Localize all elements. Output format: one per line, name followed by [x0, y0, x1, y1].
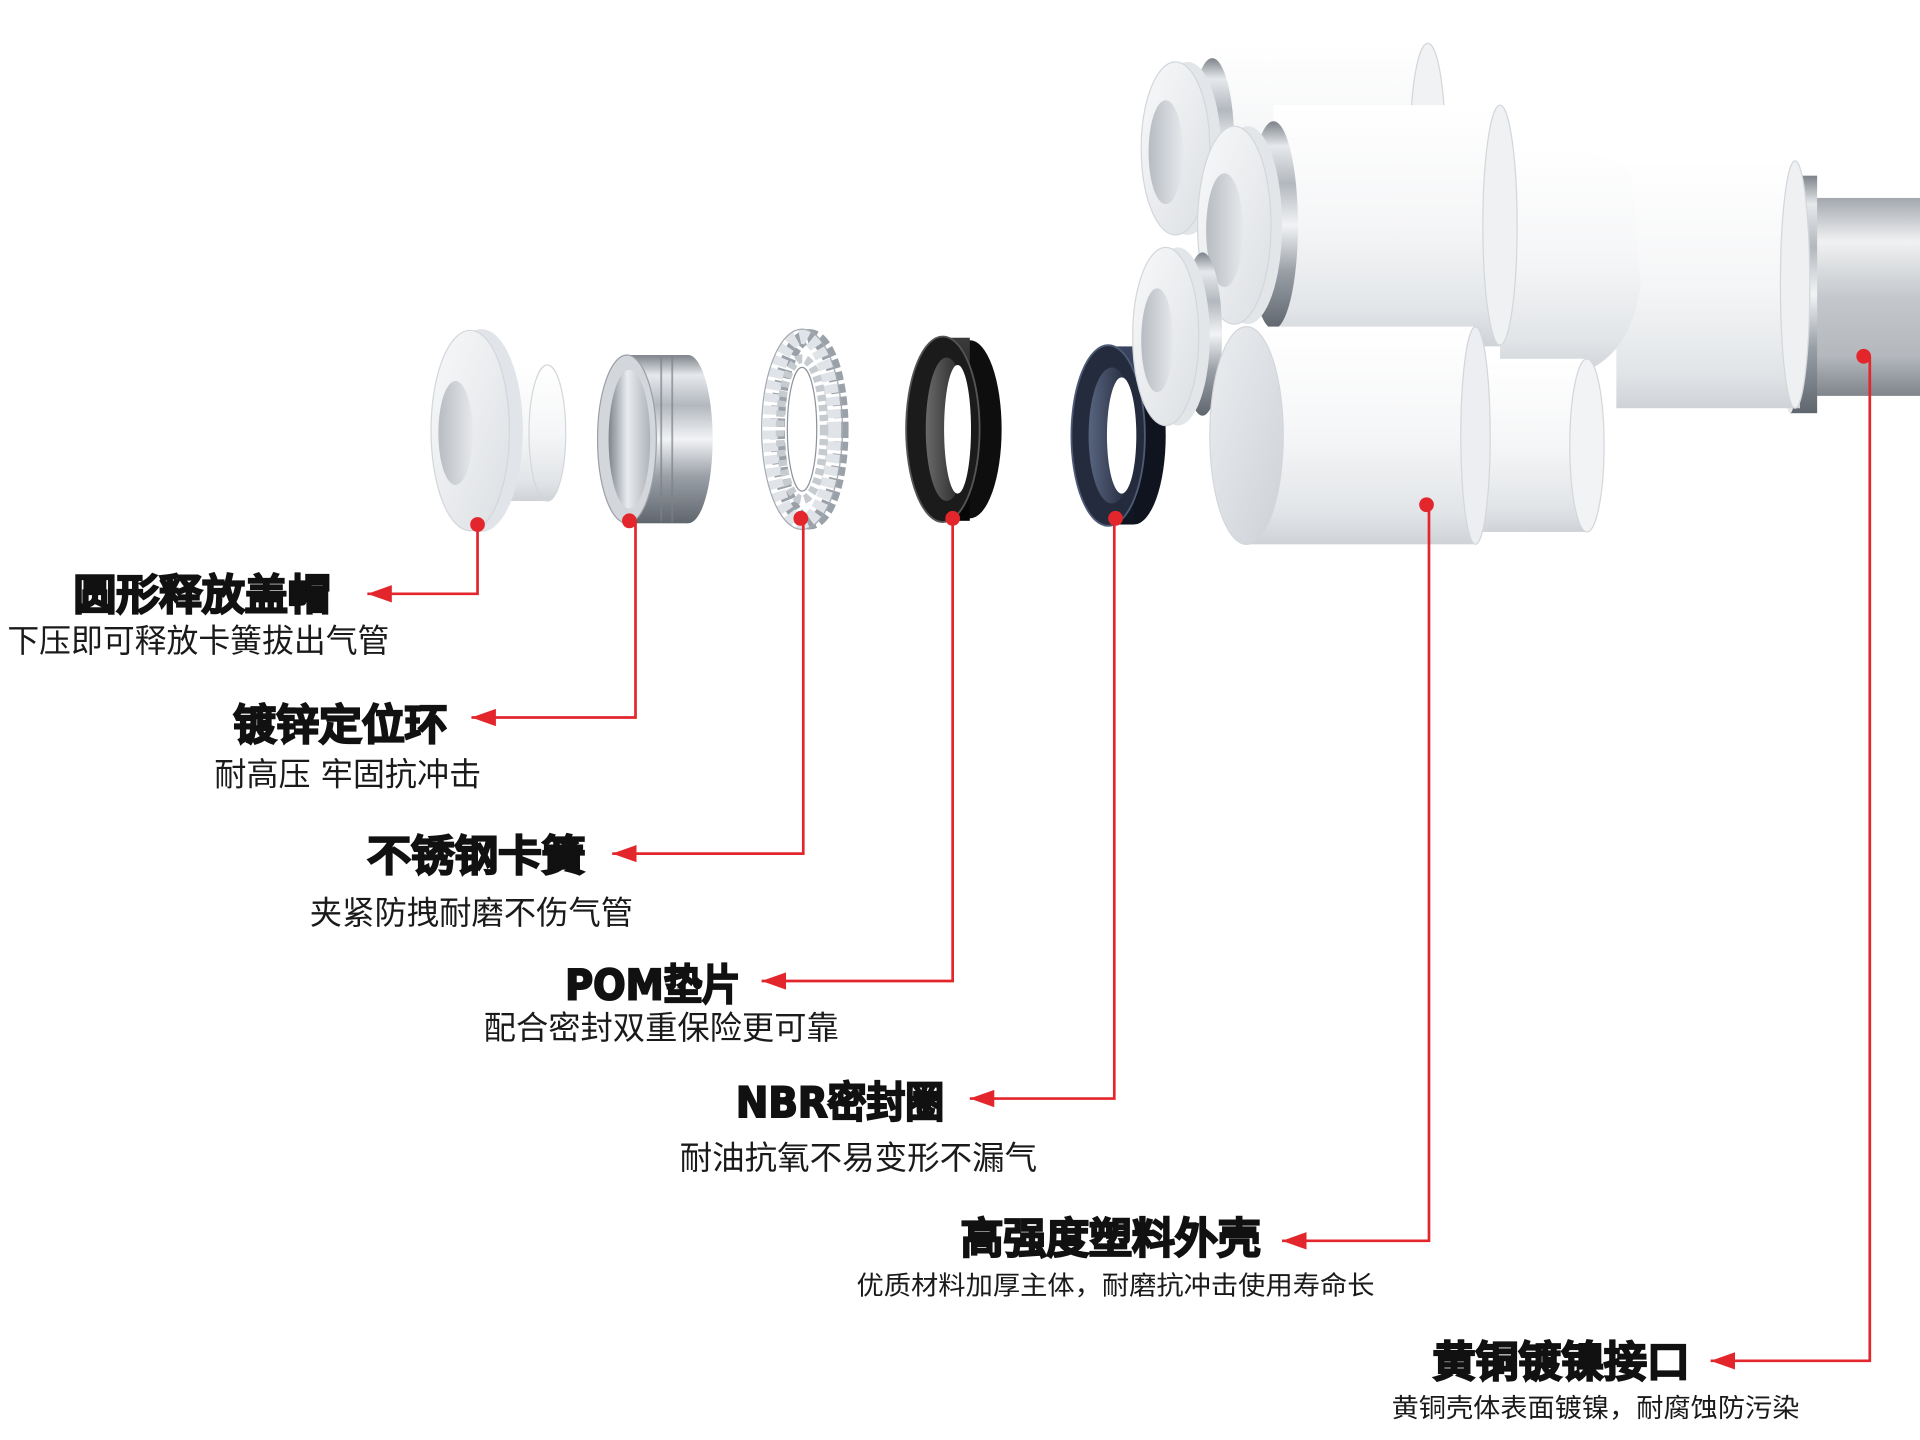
leader-line — [1282, 504, 1431, 1250]
callout-subtitle: 耐油抗氧不易变形不漏气 — [680, 1139, 1038, 1177]
callout-plastic-shell: 高强度塑料外壳 优质材料加厚主体，耐磨抗冲击使用寿命长 — [857, 497, 1434, 1302]
leader-line — [1710, 356, 1872, 1370]
release-cap-part — [430, 329, 567, 532]
leader-dot — [1856, 348, 1872, 364]
leader-dot — [945, 510, 960, 526]
body-right-cylinder — [1616, 160, 1800, 409]
callout-title: 高强度塑料外壳 — [961, 1214, 1261, 1263]
nbr-seal-part — [1070, 344, 1166, 527]
callout-release-cap: 圆形释放盖帽 下压即可释放卡簧拔出气管 — [7, 517, 485, 660]
clip-inner-edge — [786, 366, 818, 492]
callout-spring-clip: 不锈钢卡簧 夹紧防拽耐磨不伤气管 — [310, 510, 809, 932]
bottom-plug-face — [1209, 325, 1284, 545]
callout-title: 不锈钢卡簧 — [367, 831, 585, 880]
leader-line — [367, 525, 479, 603]
leader-dot — [622, 513, 637, 529]
zinc-ring-part — [596, 354, 713, 524]
nbr-through-hole — [1106, 377, 1137, 494]
middle-branch-end — [1482, 104, 1518, 346]
callout-title: NBR密封圈 — [736, 1078, 944, 1127]
leader-dot — [793, 510, 809, 526]
callout-subtitle: 黄铜壳体表面镀镍，耐腐蚀防污染 — [1392, 1394, 1800, 1424]
callout-title: 圆形释放盖帽 — [73, 570, 330, 619]
zinc-ring-back — [663, 355, 713, 524]
lower-port-hole — [1141, 288, 1174, 393]
callout-title: POM垫片 — [565, 960, 740, 1009]
middle-port-hole — [1206, 173, 1243, 288]
leader-dot — [1419, 497, 1434, 513]
callout-subtitle: 优质材料加厚主体，耐磨抗冲击使用寿命长 — [857, 1272, 1375, 1302]
clip-inner-teeth — [775, 354, 829, 505]
zinc-ring-grooves — [660, 356, 674, 523]
callout-pom-washer: POM垫片 配合密封双重保险更可靠 — [484, 510, 960, 1047]
callout-title: 镀锌定位环 — [233, 700, 447, 749]
leader-line — [969, 519, 1116, 1108]
cap-neck-end — [528, 364, 567, 502]
spring-clip-part — [761, 328, 849, 531]
callout-nbr-seal: NBR密封圈 耐油抗氧不易变形不漏气 — [680, 510, 1123, 1177]
leader-dot — [470, 517, 485, 532]
callout-subtitle: 夹紧防拽耐磨不伤气管 — [310, 894, 633, 932]
top-port-hole — [1148, 100, 1183, 205]
body-right-end — [1779, 160, 1811, 409]
pom-washer-part — [905, 335, 1002, 523]
callout-subtitle: 配合密封双重保险更可靠 — [484, 1009, 839, 1047]
bottom-branch-cylinder — [1246, 326, 1476, 545]
callout-brass-fitting: 黄铜镀镍接口 黄铜壳体表面镀镍，耐腐蚀防污染 — [1392, 348, 1872, 1424]
bottom-branch-end — [1460, 325, 1491, 545]
body-hub — [1500, 145, 1641, 374]
callout-title: 黄铜镀镍接口 — [1433, 1337, 1690, 1386]
pom-through-hole — [944, 364, 972, 494]
y-connector-body — [1132, 42, 1811, 545]
callout-subtitle: 下压即可释放卡簧拔出气管 — [7, 622, 389, 660]
callout-subtitle: 耐高压 牢固抗冲击 — [214, 755, 481, 793]
middle-branch-cylinder — [1273, 105, 1500, 347]
zinc-ring-bore — [608, 369, 651, 509]
leader-dot — [1108, 510, 1123, 526]
tube-shaft — [1809, 197, 1920, 396]
leader-line — [761, 519, 954, 990]
cap-hole — [438, 381, 473, 485]
callout-zinc-ring: 镀锌定位环 耐高压 牢固抗冲击 — [214, 513, 637, 794]
leader-line — [612, 519, 805, 863]
leader-line — [471, 522, 637, 727]
lower-side-end — [1569, 358, 1605, 533]
